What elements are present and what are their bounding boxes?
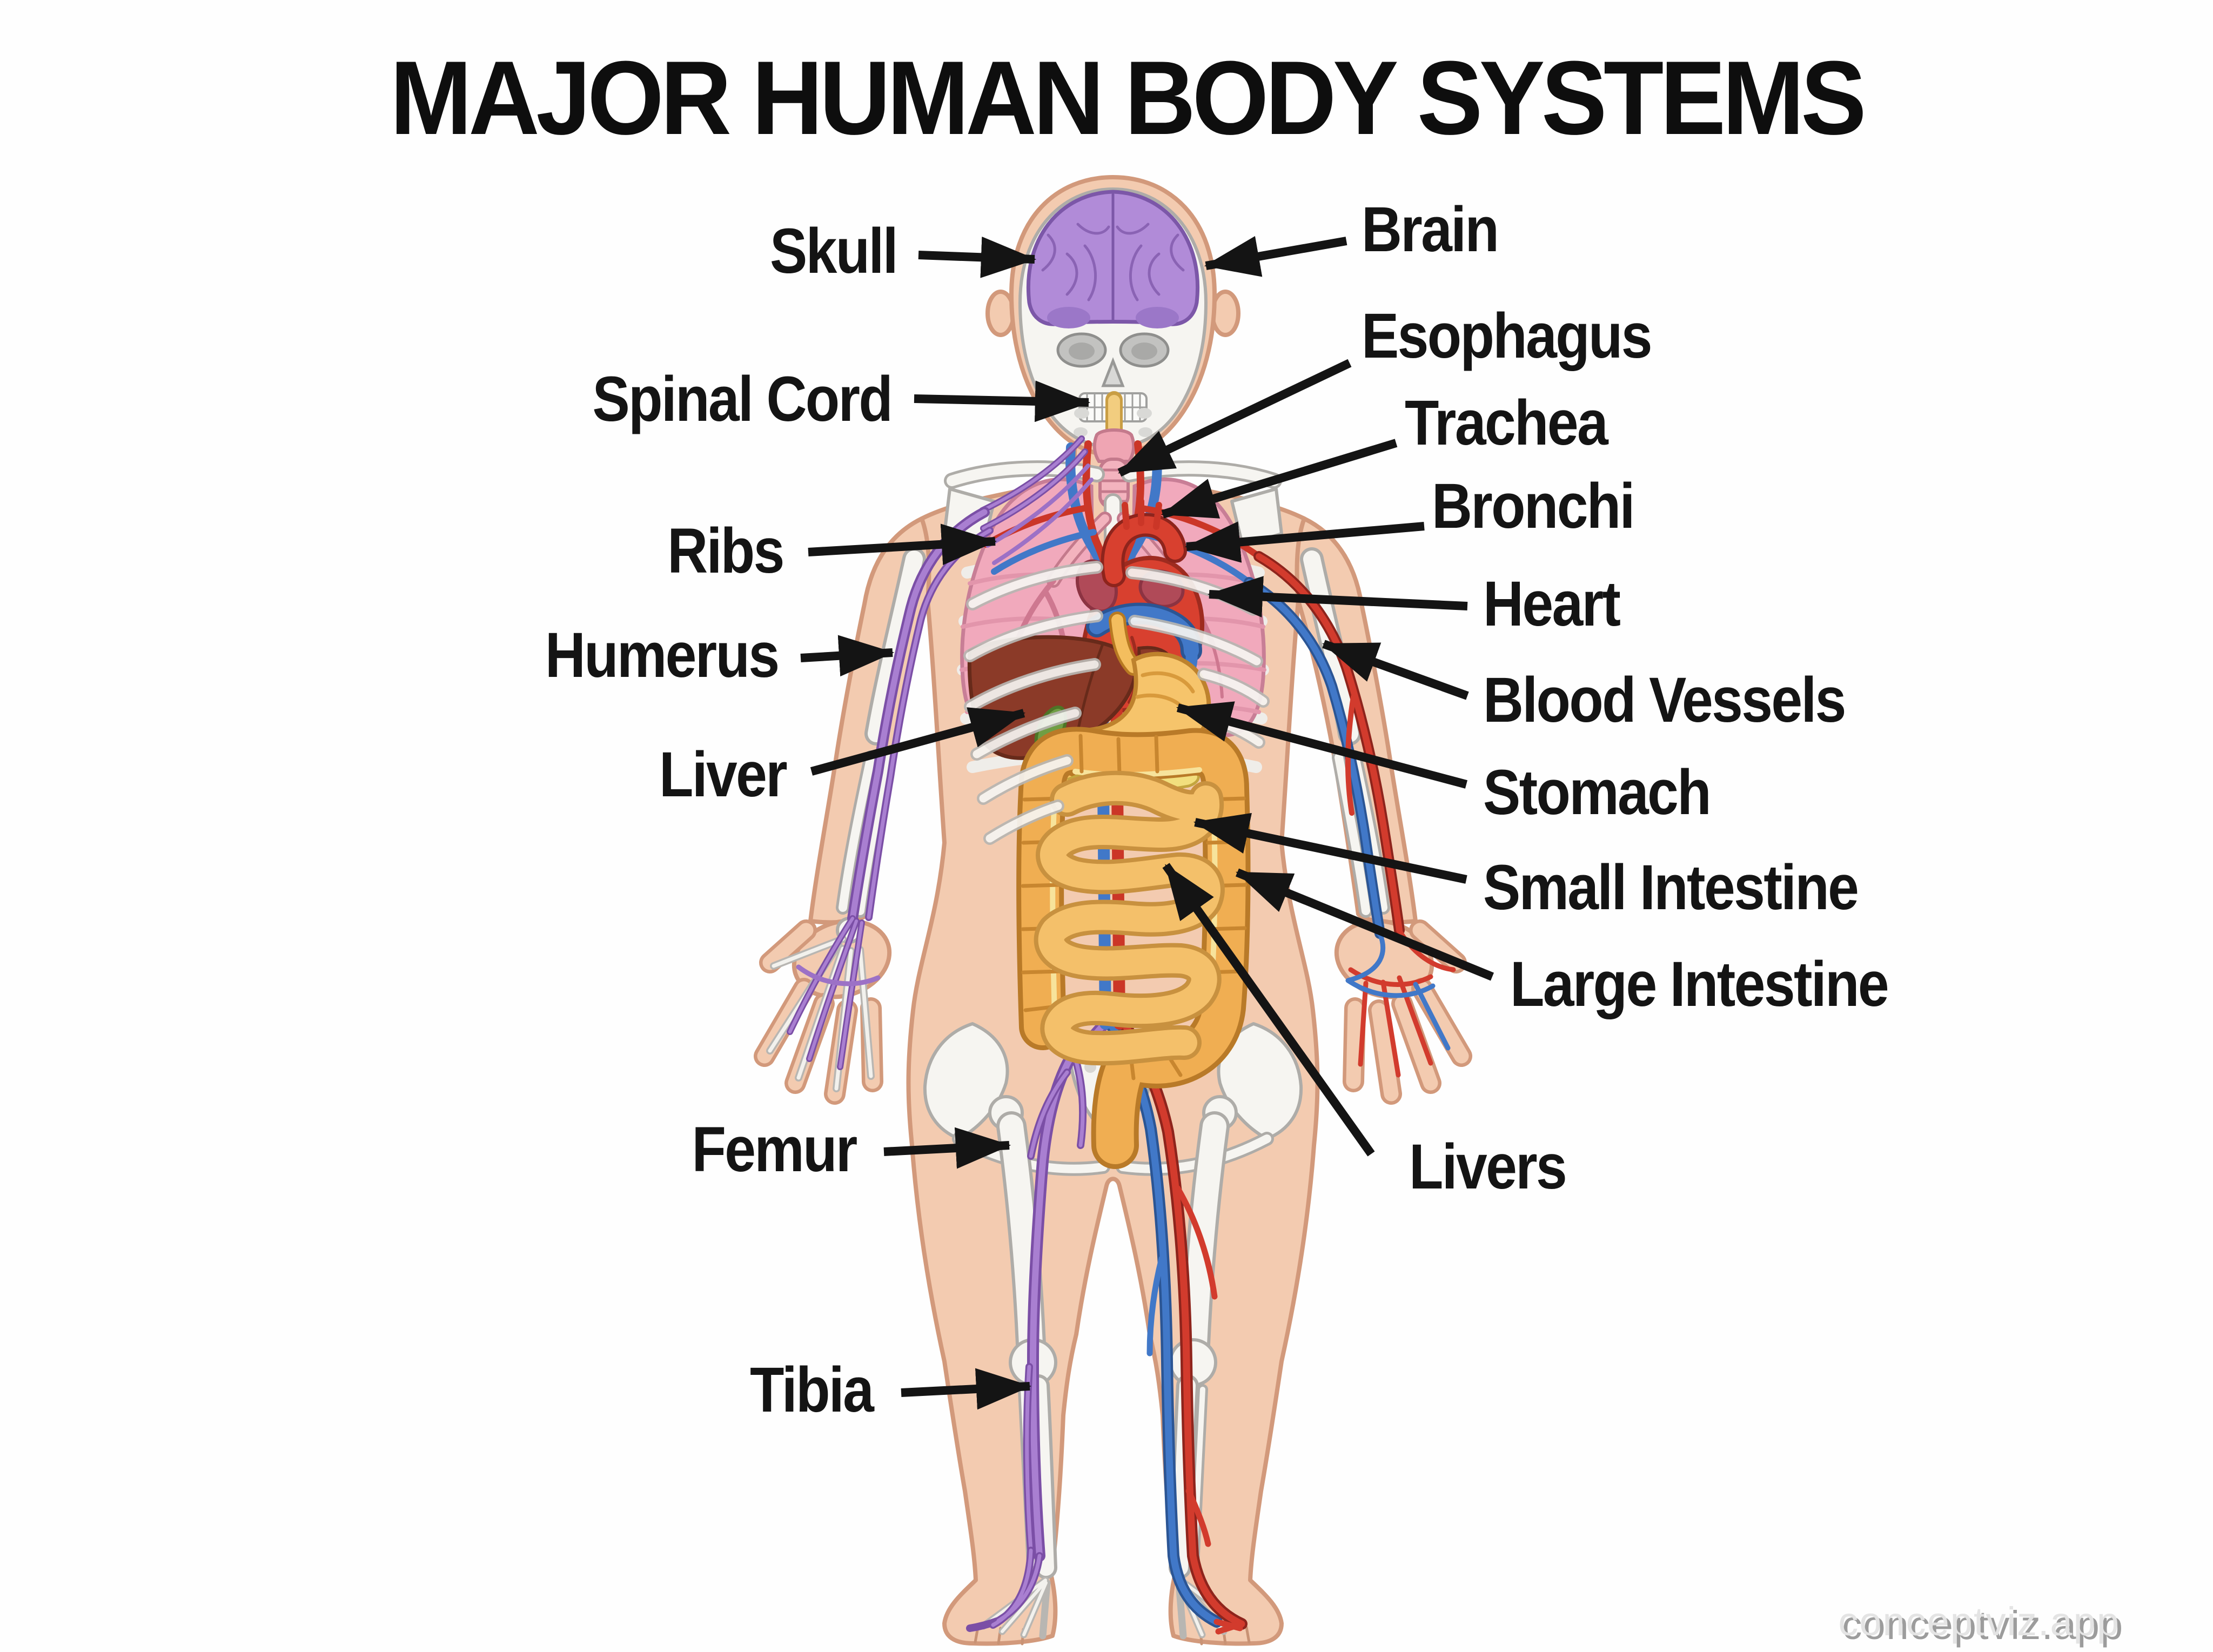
arrow-stomach xyxy=(1176,701,1468,789)
label-blood-vessels: Blood Vessels xyxy=(1483,664,1846,736)
label-skull: Skull xyxy=(770,216,898,287)
arrow-trachea xyxy=(1161,439,1398,519)
arrow-bronchi xyxy=(1184,521,1425,563)
nerve-plexus-left xyxy=(979,435,1094,565)
label-bronchi: Bronchi xyxy=(1432,471,1635,542)
arrow-blood-vessels xyxy=(1322,640,1469,700)
arrow-tibia xyxy=(901,1368,1032,1410)
arrow-ribs xyxy=(808,523,997,566)
larynx xyxy=(1092,428,1136,463)
arrow-humerus xyxy=(800,635,895,677)
arrow-large-intestine xyxy=(1235,868,1494,981)
label-esophagus: Esophagus xyxy=(1362,300,1653,372)
label-spinal-cord: Spinal Cord xyxy=(592,364,893,435)
label-heart: Heart xyxy=(1483,568,1621,640)
arm-nerves-left xyxy=(787,507,994,1070)
label-stomach: Stomach xyxy=(1483,757,1712,828)
label-ribs: Ribs xyxy=(667,515,785,587)
leg-vessels xyxy=(1099,1010,1248,1635)
label-large-intestine: Large Intestine xyxy=(1510,949,1889,1020)
page-title: MAJOR HUMAN BODY SYSTEMS xyxy=(390,39,1867,157)
arrow-heart xyxy=(1207,576,1468,617)
arrow-skull xyxy=(918,236,1037,278)
label-humerus: Humerus xyxy=(545,620,779,691)
arrow-liver xyxy=(810,707,1026,776)
label-liver: Liver xyxy=(659,739,788,810)
label-trachea: Trachea xyxy=(1405,387,1608,459)
arrow-small-intestine xyxy=(1193,812,1467,884)
label-livers: Livers xyxy=(1409,1131,1567,1203)
nasal-cavity xyxy=(1101,357,1125,387)
left-tibia-bone xyxy=(1030,1378,1054,1576)
arrow-esophagus xyxy=(1117,359,1352,477)
label-tibia: Tibia xyxy=(749,1354,874,1426)
arrow-brain xyxy=(1204,236,1347,277)
label-small-intestine: Small Intestine xyxy=(1483,852,1859,923)
watermark: conceptviz.app xyxy=(1838,1599,2120,1644)
small-intestine xyxy=(1034,770,1225,1066)
arrow-femur xyxy=(883,1127,1011,1169)
esophagus-lower xyxy=(1111,614,1139,673)
label-femur: Femur xyxy=(692,1114,858,1185)
rib-overlays xyxy=(963,561,1270,845)
annotation-arrows xyxy=(800,236,1494,1410)
arrow-spinal-cord xyxy=(914,380,1091,422)
label-brain: Brain xyxy=(1362,194,1499,265)
brain xyxy=(1027,190,1199,328)
arrow-livers xyxy=(1162,863,1375,1157)
